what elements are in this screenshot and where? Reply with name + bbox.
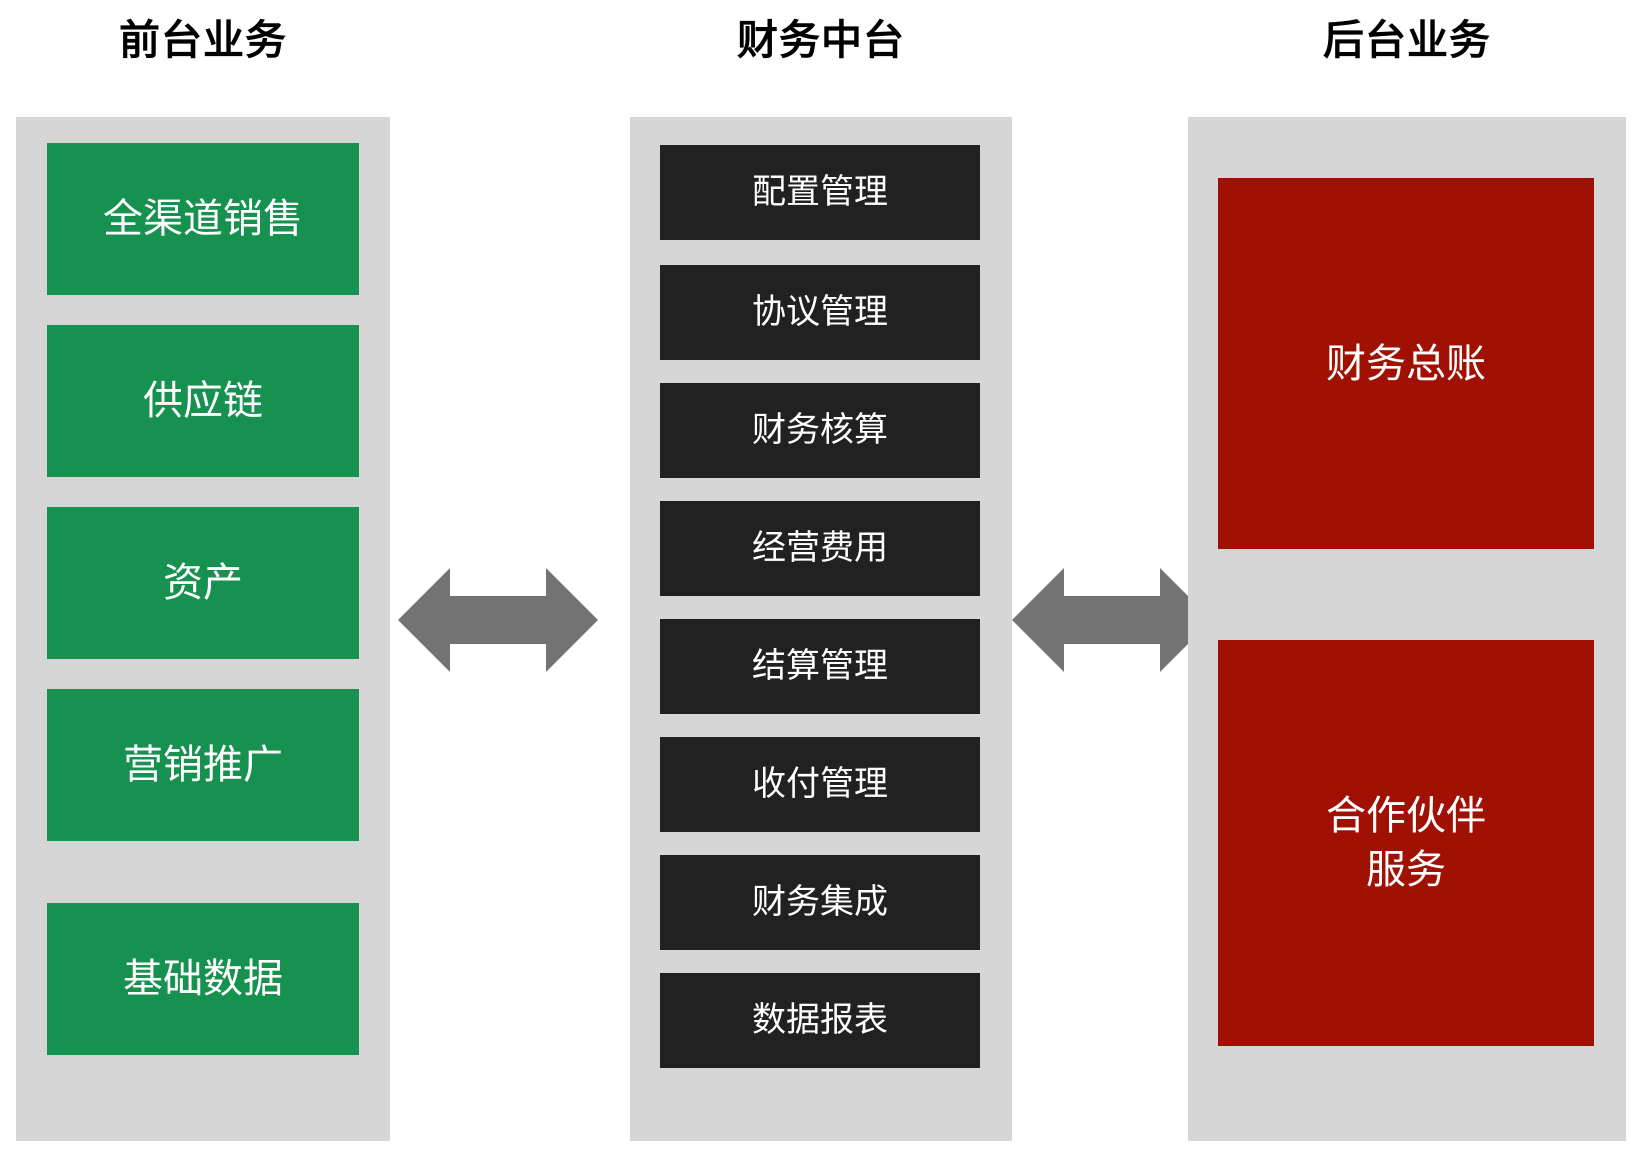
middle-platform-item-agreement-management[interactable]: 协议管理	[660, 265, 980, 360]
front-office-item-marketing-promotion[interactable]: 营销推广	[47, 689, 359, 841]
double-arrow-horizontal-icon-front-to-middle	[398, 566, 598, 674]
back-office-item-label: 合作伙伴 服务	[1326, 794, 1486, 892]
middle-platform-item-operating-expenses[interactable]: 经营费用	[660, 501, 980, 596]
middle-platform-item-label: 数据报表	[752, 1000, 888, 1039]
middle-platform-item-configuration-management[interactable]: 配置管理	[660, 145, 980, 240]
middle-platform-item-label: 财务集成	[752, 882, 888, 921]
middle-platform-item-label: 配置管理	[752, 172, 888, 211]
back-office-item-general-ledger[interactable]: 财务总账	[1218, 178, 1594, 549]
back-office-item-partner-services[interactable]: 合作伙伴 服务	[1218, 640, 1594, 1046]
front-office-item-label: 供应链	[143, 379, 263, 423]
middle-platform-item-financial-integration[interactable]: 财务集成	[660, 855, 980, 950]
finance-middle-platform-panel: 配置管理 协议管理 财务核算 经营费用 结算管理 收付管理 财务集成 数据报表	[630, 117, 1012, 1141]
middle-platform-item-settlement-management[interactable]: 结算管理	[660, 619, 980, 714]
front-office-item-master-data[interactable]: 基础数据	[47, 903, 359, 1055]
back-office-item-label: 财务总账	[1326, 341, 1486, 386]
middle-platform-item-financial-accounting[interactable]: 财务核算	[660, 383, 980, 478]
column-header-front-office: 前台业务	[119, 17, 287, 63]
front-office-item-assets[interactable]: 资产	[47, 507, 359, 659]
front-office-item-label: 基础数据	[123, 957, 283, 1001]
back-office-panel: 财务总账 合作伙伴 服务	[1188, 117, 1626, 1141]
column-header-finance-middle-platform: 财务中台	[737, 17, 905, 63]
double-arrow-horizontal-icon-middle-to-back	[1012, 566, 1212, 674]
front-office-panel: 全渠道销售 供应链 资产 营销推广 基础数据	[16, 117, 390, 1141]
column-header-back-office: 后台业务	[1323, 17, 1491, 63]
middle-platform-item-label: 协议管理	[752, 292, 888, 331]
middle-platform-item-receipt-payment-management[interactable]: 收付管理	[660, 737, 980, 832]
front-office-item-label: 全渠道销售	[103, 197, 303, 241]
front-office-item-label: 营销推广	[123, 743, 283, 787]
front-office-item-supply-chain[interactable]: 供应链	[47, 325, 359, 477]
middle-platform-item-label: 财务核算	[752, 410, 888, 449]
front-office-item-label: 资产	[163, 561, 243, 605]
middle-platform-item-label: 结算管理	[752, 646, 888, 685]
middle-platform-item-label: 收付管理	[752, 764, 888, 803]
middle-platform-item-data-reports[interactable]: 数据报表	[660, 973, 980, 1068]
front-office-item-omnichannel-sales[interactable]: 全渠道销售	[47, 143, 359, 295]
middle-platform-item-label: 经营费用	[752, 528, 888, 567]
